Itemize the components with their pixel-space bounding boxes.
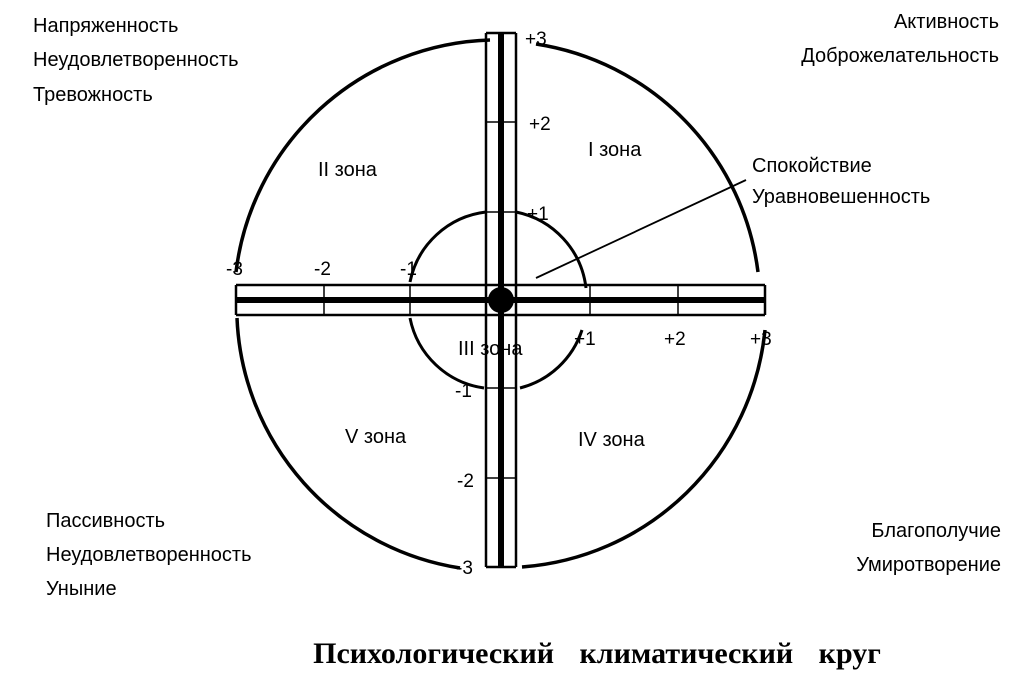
- horizontal-axis-ticks: [323, 285, 679, 315]
- vertical-tick-labels: +3 +2 +1 -1 -2 -3: [455, 29, 551, 579]
- zone-labels: I зона II зона III зона IV зона V зона: [318, 139, 646, 451]
- label-top-left-line-2: Неудовлетворенность: [33, 49, 239, 71]
- label-top-right-line-1: Активность: [894, 11, 999, 33]
- label-top-left-line-1: Напряженность: [33, 15, 178, 37]
- v-tick-label-plus-1: +1: [527, 204, 549, 225]
- label-top-right-line-2: Доброжелательность: [801, 45, 999, 67]
- label-middle-right-line-2: Уравновешенность: [752, 186, 930, 208]
- label-top-left: Напряженность Неудовлетворенность Тревож…: [33, 15, 239, 106]
- h-tick-label-minus-3: -3: [226, 259, 243, 280]
- label-bottom-right-line-1: Благополучие: [871, 520, 1001, 542]
- h-tick-label-plus-3: +3: [750, 329, 772, 350]
- center-dot: [488, 287, 514, 313]
- inner-arc-lower: [408, 317, 584, 390]
- label-bottom-left: Пассивность Неудовлетворенность Уныние: [46, 510, 252, 600]
- v-tick-label-plus-2: +2: [529, 114, 551, 135]
- v-tick-label-minus-2: -2: [457, 471, 474, 492]
- zone-2-label: II зона: [318, 159, 378, 181]
- label-top-right: Активность Доброжелательность: [801, 11, 999, 67]
- label-middle-right: Спокойствие Уравновешенность: [752, 155, 930, 208]
- inner-arc-upper: [408, 210, 588, 289]
- label-bottom-right: Благополучие Умиротворение: [856, 520, 1001, 576]
- label-bottom-left-line-1: Пассивность: [46, 510, 165, 532]
- v-tick-label-plus-3: +3: [525, 29, 547, 50]
- label-bottom-right-line-2: Умиротворение: [856, 554, 1001, 576]
- zone-4-label: IV зона: [578, 429, 646, 451]
- outer-arc-bottom-right: [521, 329, 767, 569]
- v-tick-label-minus-3: -3: [456, 558, 473, 579]
- outer-arc-top-right: [535, 42, 760, 273]
- h-tick-label-minus-2: -2: [314, 259, 331, 280]
- horizontal-tick-labels: -3 -2 -1 +1 +2 +3: [226, 259, 772, 350]
- h-tick-label-minus-1: -1: [400, 259, 417, 280]
- outer-circle: [234, 38, 767, 570]
- label-bottom-left-line-3: Уныние: [46, 578, 117, 600]
- diagram-title: Психологический климатический круг: [313, 637, 881, 670]
- zone-3-label: III зона: [458, 338, 523, 360]
- label-top-left-line-3: Тревожность: [33, 84, 153, 106]
- vertical-axis-ticks: [486, 121, 516, 479]
- v-tick-label-minus-1: -1: [455, 381, 472, 402]
- outer-arc-top-left: [234, 38, 491, 273]
- zone-5-label: V зона: [345, 426, 407, 448]
- pointer-line: [535, 179, 747, 279]
- outer-arc-bottom-left: [235, 317, 461, 570]
- zone-1-label: I зона: [588, 139, 642, 161]
- h-tick-label-plus-2: +2: [664, 329, 686, 350]
- label-middle-right-line-1: Спокойствие: [752, 155, 872, 177]
- inner-circle: [408, 210, 588, 390]
- label-bottom-left-line-2: Неудовлетворенность: [46, 544, 252, 566]
- h-tick-label-plus-1: +1: [574, 329, 596, 350]
